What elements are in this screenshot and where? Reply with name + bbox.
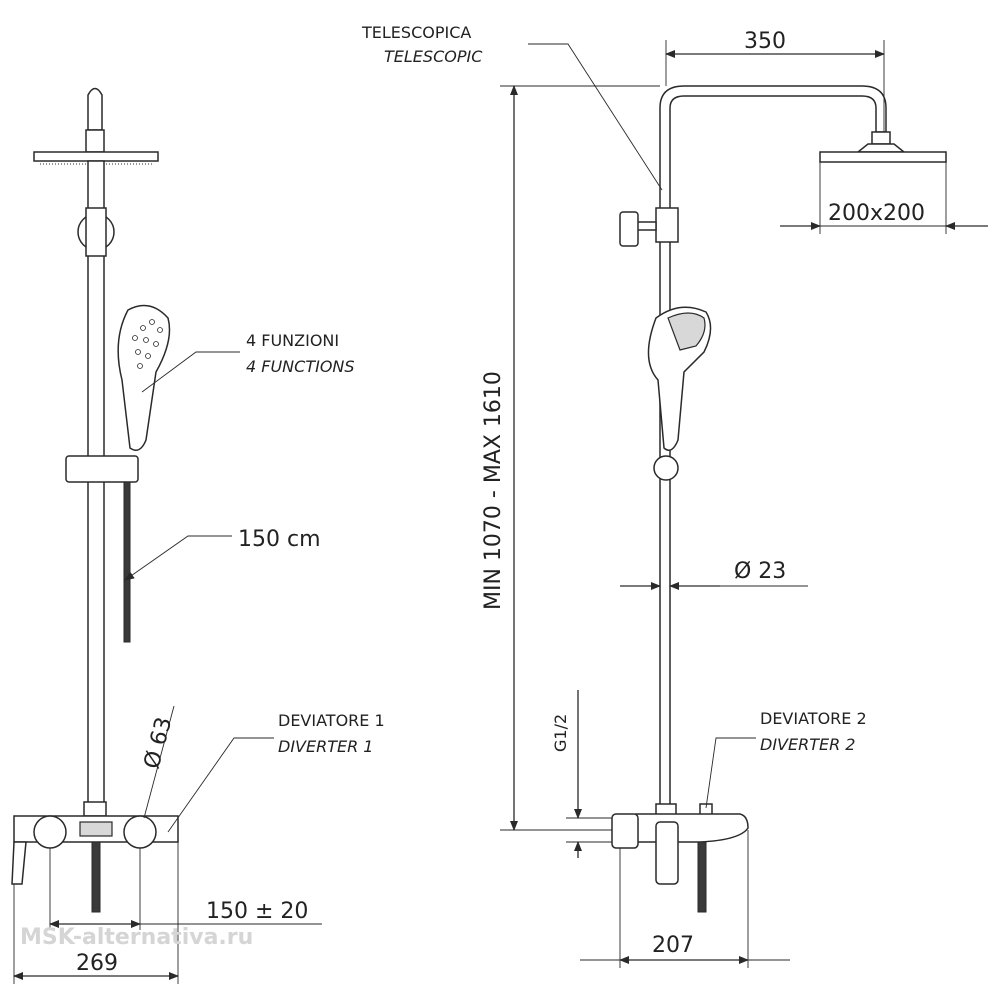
head-shower-plate-side [819,151,947,163]
lever-front [11,841,27,885]
watermark: MSK-alternativa.ru [20,925,253,950]
diverter2-label-en: DIVERTER 2 [760,735,855,754]
projection-dim: 207 [652,933,694,958]
riser-pipe-front [87,160,105,812]
telescopic-label-it: TELESCOPICA [361,23,471,42]
mixer-cartridge [79,821,113,837]
top-arm-stub [87,87,103,131]
mixer-width-dim: 269 [76,951,118,976]
head-joint-side [871,131,891,145]
centers-dim: 150 ± 20 [206,899,308,924]
lever-side [655,821,679,885]
inlet-hose-side [697,841,707,913]
height-range-dim: MIN 1070 - MAX 1610 [481,371,506,610]
pipe-diameter-dim: Ø 23 [734,559,786,584]
inlet-hose-front [91,841,101,913]
locking-knob [619,211,639,247]
hose-length-dim: 150 cm [238,527,321,552]
hose-front [123,481,131,643]
telescopic-collar-side [655,207,679,243]
mixer-body-side [635,813,749,843]
front-view [11,87,322,984]
thread-dim: G1/2 [551,714,570,752]
telescopic-label-en: TELESCOPIC [384,47,483,66]
rosette-left [33,815,67,849]
outlet-connector [83,801,107,817]
rosette-diameter-dim: Ø 63 [140,715,178,772]
diverter2-label-it: DEVIATORE 2 [760,709,867,728]
diverter1-label-it: DEVIATORE 1 [278,711,385,730]
arm-length-dim: 350 [744,29,786,54]
slider-front [65,455,139,483]
slider-side [653,455,679,481]
diverter1-label-en: DIVERTER 1 [278,737,373,756]
head-joint [85,129,105,153]
functions-label-en: 4 FUNCTIONS [246,357,355,376]
rosette-right [123,815,157,849]
riser-and-arm-side [659,85,887,813]
head-shower-plate-front [33,151,159,162]
head-size-dim: 200x200 [828,201,925,226]
side-view [500,40,988,968]
functions-label-it: 4 FUNZIONI [246,331,339,350]
wall-union [611,813,639,849]
